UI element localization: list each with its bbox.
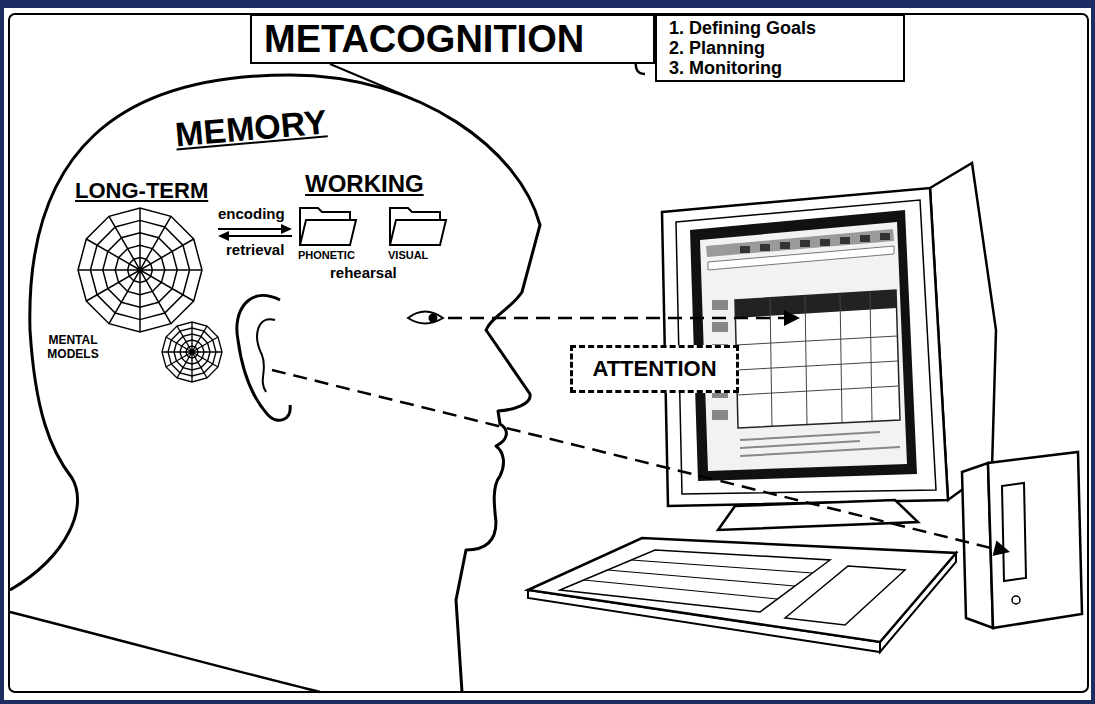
keypad (785, 566, 905, 625)
tower-button (1012, 596, 1020, 604)
box-text: 1. Defining Goals (669, 18, 816, 38)
mental-model-web (162, 322, 222, 382)
retrieval-arrow (224, 235, 292, 237)
visual-label: VISUAL (388, 249, 428, 262)
keyboard (528, 538, 956, 642)
leader-line (330, 64, 413, 99)
box-text: ATTENTION (592, 355, 716, 383)
tower-slot (1002, 483, 1026, 581)
box-text: 2. Planning (669, 38, 765, 58)
shoulder-line (10, 612, 320, 692)
working-heading: WORKING (305, 170, 424, 198)
eye-attention-line (448, 317, 786, 320)
encoding-arrow (218, 228, 286, 230)
pupil (429, 314, 438, 323)
ear-inner (257, 319, 275, 392)
metacognition-box: METACOGNITION (250, 14, 655, 64)
metacognition-steps-box: 1. Defining Goals2. Planning3. Monitorin… (655, 14, 905, 82)
neck-outline (10, 330, 78, 590)
ear-arrowhead (993, 540, 1010, 556)
phonetic-label: PHONETIC (298, 249, 355, 262)
table-grid (736, 292, 899, 426)
page-ground (4, 8, 1091, 700)
long-term-heading: LONG-TERM (75, 178, 208, 204)
ear (237, 296, 290, 421)
key-area (560, 550, 830, 612)
visual-folder-flap (390, 220, 446, 245)
rehearsal-label: rehearsal (330, 264, 397, 281)
screen-text-lines (740, 432, 900, 456)
phonetic-folder-flap (300, 220, 356, 245)
eye (408, 312, 443, 324)
mental-models-label: MENTAL MODELS (40, 333, 106, 361)
inner-frame (9, 14, 1088, 692)
table-header (735, 290, 896, 318)
retrieval-arrowhead (218, 231, 229, 241)
eye-arrowhead (784, 310, 800, 326)
long-term-web (78, 208, 202, 332)
memory-heading: MEMORY (174, 101, 329, 154)
encoding-label: encoding (218, 205, 285, 222)
box-text: METACOGNITION (264, 16, 584, 62)
ear-attention-line (272, 370, 995, 549)
address-bar (708, 246, 894, 270)
attention-box: ATTENTION (570, 345, 739, 393)
retrieval-label: retrieval (226, 241, 284, 258)
box-text: 3. Monitoring (669, 58, 782, 78)
screen-table (735, 290, 900, 428)
key-rows (584, 560, 813, 599)
encoding-arrowhead (281, 224, 292, 234)
tower-front (988, 452, 1082, 628)
head-outline (30, 75, 540, 692)
